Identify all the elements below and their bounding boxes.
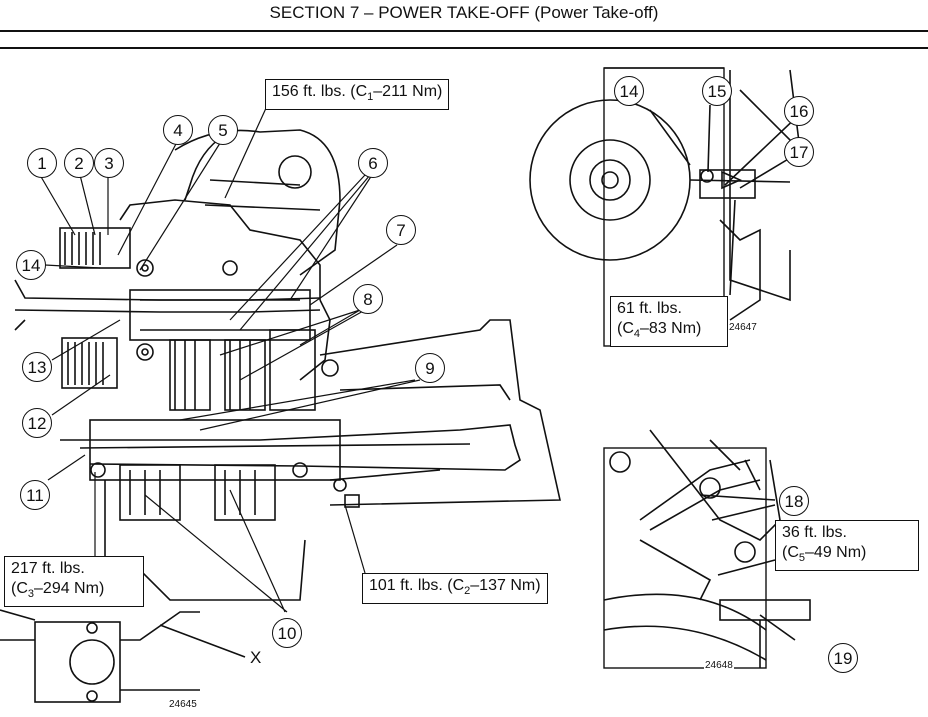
callout-14-main: 14: [16, 250, 46, 280]
callout-19: 19: [828, 643, 858, 673]
callout-17: 17: [784, 137, 814, 167]
leader-lines-main: [39, 94, 421, 613]
callout-15: 15: [702, 76, 732, 106]
inset-top-right-drawing: [529, 67, 803, 347]
torque-spec-c4: 61 ft. lbs.(C4–83 Nm): [610, 296, 728, 348]
callout-6: 6: [358, 148, 388, 178]
torque-spec-c1: 156 ft. lbs. (C1–211 Nm): [265, 79, 450, 111]
callout-18: 18: [779, 486, 809, 516]
section-title: SECTION 7 – POWER TAKE-OFF (Power Take-o…: [269, 3, 659, 22]
callout-11: 11: [20, 480, 50, 510]
callout-14-inset: 14: [614, 76, 644, 106]
header-rule-top: [0, 30, 928, 32]
header-rule-bottom: [0, 47, 928, 49]
figure-number-main: 24645: [168, 699, 198, 710]
callout-7: 7: [386, 215, 416, 245]
callout-9: 9: [415, 353, 445, 383]
torque-spec-c2: 101 ft. lbs. (C2–137 Nm): [362, 573, 548, 605]
torque-spec-c3: 217 ft. lbs.(C3–294 Nm): [4, 556, 144, 608]
callout-12: 12: [22, 408, 52, 438]
callout-2: 2: [64, 148, 94, 178]
callout-16: 16: [784, 96, 814, 126]
callout-5: 5: [208, 115, 238, 145]
callout-1: 1: [27, 148, 57, 178]
callout-13: 13: [22, 352, 52, 382]
torque-spec-c5: 36 ft. lbs.(C5–49 Nm): [775, 520, 919, 572]
reference-x-label: X: [250, 648, 262, 667]
figure-number-top-right: 24647: [728, 322, 758, 333]
callout-8: 8: [353, 284, 383, 314]
callout-10: 10: [272, 618, 302, 648]
main-housing-drawing: [0, 129, 561, 703]
callout-3: 3: [94, 148, 124, 178]
figure-number-bottom-right: 24648: [704, 660, 734, 671]
inset-bottom-right-drawing: [603, 429, 811, 669]
callout-4: 4: [163, 115, 193, 145]
page-header: SECTION 7 – POWER TAKE-OFF (Power Take-o…: [0, 0, 928, 56]
